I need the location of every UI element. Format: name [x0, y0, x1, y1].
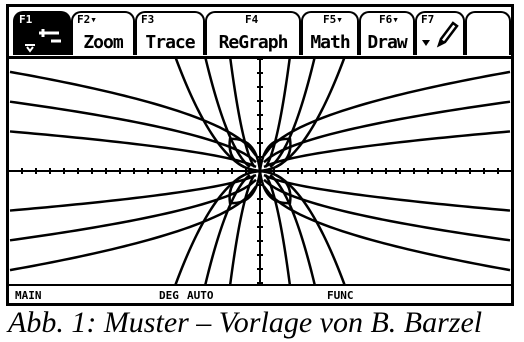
- graph-curve: [263, 100, 511, 164]
- graph-curve: [258, 169, 292, 205]
- graph-curve: [258, 137, 292, 173]
- graph-curve: [275, 173, 347, 287]
- graph-curve: [264, 55, 292, 168]
- status-graph-mode: FUNC: [327, 289, 354, 302]
- graph-curve: [228, 169, 262, 205]
- tab-f4-regraph[interactable]: F4 ReGraph: [205, 11, 301, 55]
- tab-f2-zoom[interactable]: F2▾ Zoom: [71, 11, 135, 55]
- graph-curve: [228, 55, 256, 168]
- graph-curve: [9, 70, 257, 157]
- status-bar: MAIN DEG AUTO FUNC: [9, 284, 511, 303]
- f1-key-label: F1: [19, 13, 33, 26]
- graph-curve: [9, 185, 257, 272]
- tab-f1-tools[interactable]: F1: [13, 11, 71, 55]
- toolbar: F1 F2▾ Zoom F3 Trace F4 ReGraph F5▾ Math…: [9, 7, 511, 59]
- graph-curve: [269, 55, 317, 168]
- tab-f7-pen[interactable]: F7: [415, 11, 465, 55]
- trace-label: Trace: [145, 32, 195, 53]
- graph-curve: [263, 185, 511, 272]
- chevron-down-icon: [422, 40, 430, 46]
- status-exact-mode: AUTO: [187, 289, 214, 302]
- pencil-icon: [436, 21, 459, 48]
- graph-curve: [263, 130, 511, 169]
- graph-curve: [269, 174, 317, 287]
- graph-curve: [9, 178, 257, 242]
- f6-key-label: F6▾: [379, 13, 399, 26]
- graph-curve: [275, 55, 347, 169]
- graph-curves: [9, 55, 511, 287]
- graph-curve: [263, 70, 511, 157]
- f3-key-label: F3: [141, 13, 155, 26]
- calculator-screen: F1 F2▾ Zoom F3 Trace F4 ReGraph F5▾ Math…: [6, 4, 514, 306]
- f2-key-label: F2▾: [77, 13, 97, 26]
- graph-area[interactable]: [9, 55, 511, 287]
- f4-key-label: F4: [245, 13, 259, 26]
- status-folder: MAIN: [15, 289, 42, 302]
- tab-f8-empty[interactable]: [465, 11, 511, 55]
- graph-curve: [203, 174, 251, 287]
- graph-curve: [228, 174, 256, 287]
- f7-key-label: F7: [421, 13, 435, 26]
- graph-curve: [9, 100, 257, 164]
- figure-caption: Abb. 1: Muster – Vorlage von B. Barzel: [8, 306, 483, 339]
- tools-menu-icon: [21, 25, 65, 53]
- graph-curve: [263, 178, 511, 242]
- graph-curve: [9, 173, 257, 212]
- graph-curve: [203, 55, 251, 168]
- graph-curve: [9, 130, 257, 169]
- graph-curve: [173, 55, 245, 169]
- math-label: Math: [310, 32, 350, 53]
- tab-f6-draw[interactable]: F6▾ Draw: [359, 11, 415, 55]
- graph-curve: [173, 173, 245, 287]
- regraph-label: ReGraph: [218, 32, 289, 53]
- status-angle-mode: DEG: [159, 289, 179, 302]
- graph-curve: [264, 174, 292, 287]
- tab-f5-math[interactable]: F5▾ Math: [301, 11, 359, 55]
- graph-curve: [263, 173, 511, 212]
- f5-key-label: F5▾: [323, 13, 343, 26]
- draw-label: Draw: [367, 32, 407, 53]
- zoom-label: Zoom: [83, 32, 123, 53]
- graph-curve: [228, 137, 262, 173]
- tab-f3-trace[interactable]: F3 Trace: [135, 11, 205, 55]
- function-plot: [9, 55, 511, 287]
